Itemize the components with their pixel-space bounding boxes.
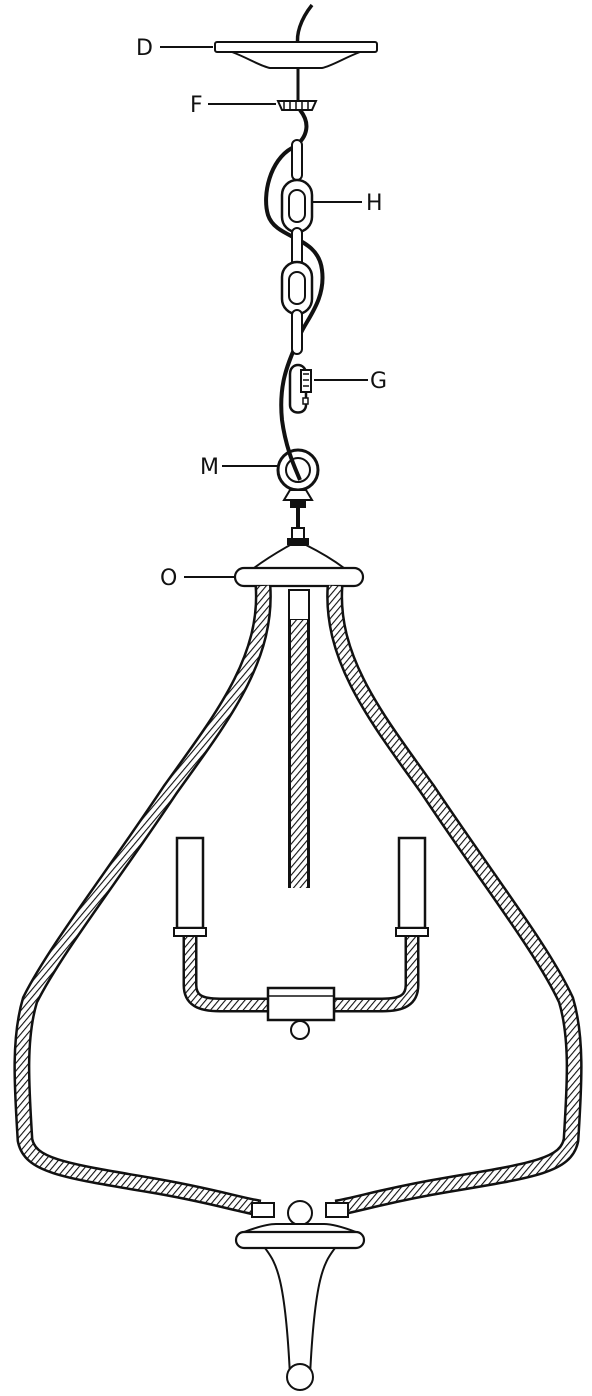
- label-D-text: D: [136, 36, 153, 61]
- label-O: O: [160, 566, 234, 591]
- lock-nut: [276, 100, 318, 111]
- bottom-finial: [234, 1200, 366, 1391]
- outer-rope-frame: [13, 585, 583, 1217]
- label-F: F: [190, 93, 276, 118]
- label-M: M: [200, 455, 277, 480]
- quick-link: [288, 363, 312, 414]
- label-F-text: F: [190, 93, 203, 118]
- chain: [280, 139, 314, 355]
- candle-sleeve-left: [173, 836, 207, 937]
- canopy: [214, 41, 378, 100]
- candle-arms: [182, 935, 420, 1013]
- candle-sleeve-right: [395, 836, 429, 937]
- label-G: G: [314, 369, 387, 394]
- power-wire: [264, 108, 325, 481]
- label-G-text: G: [370, 369, 387, 394]
- label-M-text: M: [200, 455, 219, 480]
- label-H-text: H: [366, 191, 383, 216]
- label-H: H: [313, 191, 383, 216]
- center-stem: [288, 589, 310, 888]
- label-O-text: O: [160, 566, 177, 591]
- label-D: D: [136, 36, 213, 61]
- fixture-cap: [233, 527, 365, 588]
- supply-wire: [295, 3, 314, 46]
- loop: [276, 448, 320, 530]
- center-hub: [266, 986, 336, 1040]
